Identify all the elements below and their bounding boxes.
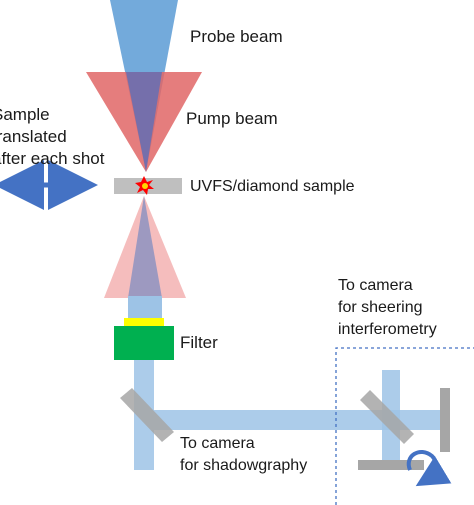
shadowgraphy-beamsplitter bbox=[120, 388, 174, 442]
probe-beam-horizontal bbox=[154, 410, 444, 430]
probe-beam-label: Probe beam bbox=[190, 27, 283, 46]
interferometer-dashed-boundary bbox=[335, 347, 474, 505]
laser-spot-core bbox=[142, 183, 148, 189]
filter-body bbox=[114, 326, 174, 360]
interferometer-beamsplitter bbox=[360, 390, 414, 444]
interferometry-label-line-3: interferometry bbox=[338, 321, 437, 338]
interferometer-end-mirror bbox=[440, 388, 450, 452]
pump-beam-label: Pump beam bbox=[186, 109, 278, 128]
interferometry-label-line-1: To camera bbox=[338, 277, 413, 294]
interferometry-label-line-2: for sheering bbox=[338, 299, 423, 316]
filter-label: Filter bbox=[180, 333, 218, 352]
sample-note-line-3: after each shot bbox=[0, 149, 105, 168]
mirror-rotation-arrow bbox=[406, 450, 452, 487]
beam-overlap-region bbox=[126, 72, 162, 172]
sample-note-line-2: translated bbox=[0, 127, 67, 146]
shadowgraphy-label-line-2: for shadowgraphy bbox=[180, 457, 307, 474]
probe-beam-lower-cone bbox=[128, 196, 162, 298]
sample-label: UVFS/diamond sample bbox=[190, 178, 355, 195]
interferometer-bottom-mirror bbox=[358, 460, 424, 470]
sample-note-line-1: Sample bbox=[0, 105, 50, 124]
shadowgraphy-label-line-1: To camera bbox=[180, 435, 255, 452]
filter-yellow-layer bbox=[124, 318, 164, 328]
